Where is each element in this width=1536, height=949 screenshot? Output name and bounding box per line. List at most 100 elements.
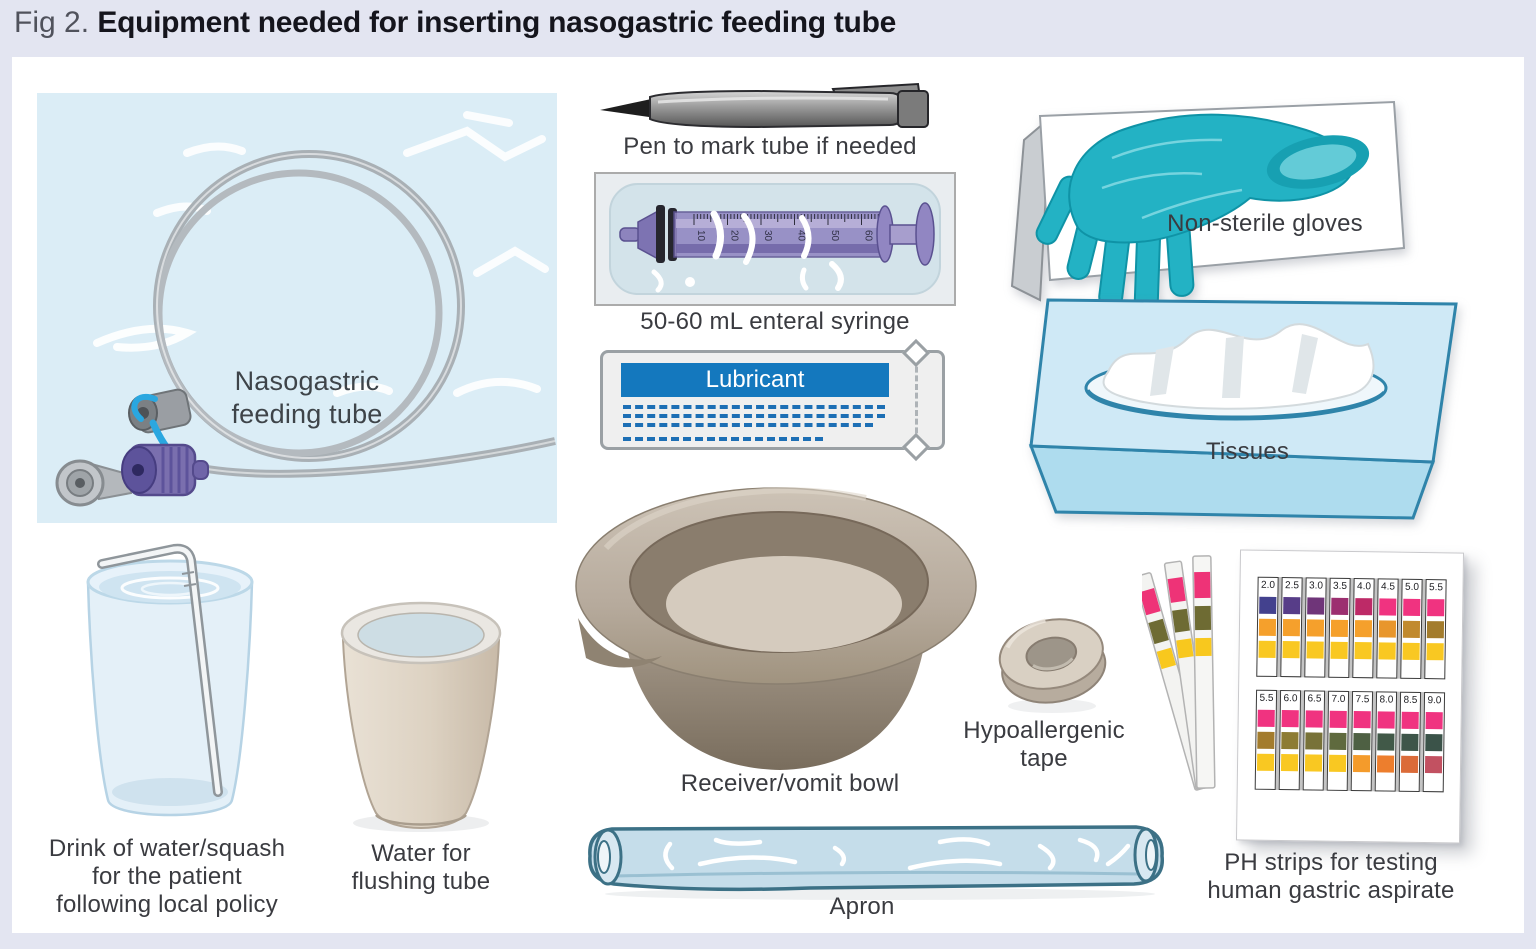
ph-color-swatch xyxy=(1282,619,1301,637)
ph-color-swatch xyxy=(1257,709,1275,727)
ph-color-swatch xyxy=(1376,755,1395,773)
lubricant-tear-line xyxy=(915,358,918,442)
ph-color-swatch xyxy=(1305,710,1323,728)
ph-chart-strip: 2.5 xyxy=(1280,577,1303,678)
pen-label: Pen to mark tube if needed xyxy=(623,133,917,160)
gloves-label: Non-sterile gloves xyxy=(1167,210,1363,237)
ph-color-swatch xyxy=(1354,642,1372,660)
ph-chart-strip: 3.5 xyxy=(1328,577,1351,678)
ph-color-swatch xyxy=(1401,711,1419,729)
figure-title-text: Equipment needed for inserting nasogastr… xyxy=(97,6,896,39)
lubricant-banner: Lubricant xyxy=(621,363,889,397)
ph-color-swatch xyxy=(1259,596,1277,614)
ph-color-swatch xyxy=(1401,733,1419,751)
ph-color-swatch xyxy=(1280,754,1299,772)
tissues-label: Tissues xyxy=(1205,438,1290,465)
ph-value: 2.5 xyxy=(1285,580,1300,592)
tape-label: Hypoallergenic tape xyxy=(963,717,1125,772)
drink-illustration xyxy=(86,543,254,817)
ph-color-swatch xyxy=(1328,754,1347,772)
ph-chart-strip: 8.0 xyxy=(1374,691,1398,792)
ph-color-swatch xyxy=(1306,619,1325,637)
ph-color-swatch xyxy=(1281,732,1299,750)
ph-value: 7.0 xyxy=(1331,693,1346,705)
drink-label: Drink of water/squash for the patient fo… xyxy=(48,835,286,918)
ph-chart-strip: 3.0 xyxy=(1304,577,1327,678)
ph-strips-label: PH strips for testing human gastric aspi… xyxy=(1207,849,1455,904)
flush-water-label: Water for flushing tube xyxy=(351,840,491,895)
ph-color-swatch xyxy=(1283,597,1301,615)
ph-color-swatch xyxy=(1427,599,1445,617)
ph-color-swatch xyxy=(1425,712,1443,730)
ph-chart-row-1: 2.0 2.5 3.0 3.5 4.0 4.5 5.0 5.5 xyxy=(1256,576,1447,680)
ph-chart-strip: 6.5 xyxy=(1302,690,1326,791)
ph-chart-strip: 4.0 xyxy=(1352,578,1375,679)
ph-color-swatch xyxy=(1258,618,1277,636)
ph-color-swatch xyxy=(1307,597,1325,615)
ph-chart-strip: 7.0 xyxy=(1326,690,1350,791)
ph-color-swatch xyxy=(1402,642,1420,660)
ph-chart-strip: 7.5 xyxy=(1350,691,1374,792)
svg-text:20: 20 xyxy=(729,230,740,242)
ph-color-swatch xyxy=(1379,598,1397,616)
ph-color-swatch xyxy=(1353,733,1371,751)
apron-illustration xyxy=(588,825,1164,900)
ng-tube-label: Nasogastric feeding tube xyxy=(231,366,383,429)
svg-text:60: 60 xyxy=(863,230,874,242)
ph-color-swatch xyxy=(1256,753,1275,771)
ph-color-swatch xyxy=(1403,598,1421,616)
syringe-illustration: 102030405060ml xyxy=(594,172,956,306)
ph-color-swatch xyxy=(1378,642,1396,660)
ph-color-swatch xyxy=(1258,640,1276,658)
ph-color-swatch xyxy=(1282,641,1300,659)
ph-value: 4.0 xyxy=(1357,581,1372,593)
ph-color-swatch xyxy=(1329,732,1347,750)
ph-value: 3.5 xyxy=(1333,580,1348,592)
ph-color-swatch xyxy=(1355,598,1373,616)
ph-color-swatch xyxy=(1425,734,1443,752)
ph-value: 5.5 xyxy=(1428,582,1444,594)
ph-color-swatch xyxy=(1305,732,1323,750)
lubricant-illustration: Lubricant xyxy=(600,338,945,462)
ph-chart-strip: 4.5 xyxy=(1376,578,1399,679)
lubricant-text-line xyxy=(623,405,885,409)
svg-text:10: 10 xyxy=(695,230,706,242)
ph-chart-strip: 5.0 xyxy=(1400,578,1423,679)
svg-text:50: 50 xyxy=(829,230,840,242)
ph-value: 3.0 xyxy=(1309,580,1324,592)
figure-title: Fig 2. Equipment needed for inserting na… xyxy=(14,6,896,40)
ph-color-swatch xyxy=(1377,733,1395,751)
ph-color-swatch xyxy=(1281,710,1299,728)
lubricant-text-line xyxy=(623,423,873,427)
ph-chart-strip: 8.5 xyxy=(1398,691,1422,792)
ph-value: 8.5 xyxy=(1403,694,1418,706)
ph-color-swatch xyxy=(1329,710,1347,728)
ph-color-swatch xyxy=(1353,711,1371,729)
ph-value: 5.0 xyxy=(1405,581,1420,593)
flush-water-illustration xyxy=(340,601,502,832)
ph-color-swatch xyxy=(1330,619,1349,637)
ph-color-swatch xyxy=(1352,755,1371,773)
ph-chart-strip: 5.5 xyxy=(1254,689,1278,790)
ph-color-swatch xyxy=(1378,620,1397,638)
ph-color-swatch xyxy=(1354,620,1373,638)
ph-color-swatch xyxy=(1402,620,1421,638)
bowl-illustration xyxy=(575,487,977,770)
figure-number: Fig 2. xyxy=(14,6,90,39)
ph-color-swatch xyxy=(1426,643,1444,661)
nasogastric-tube-illustration xyxy=(37,93,557,523)
ph-color-swatch xyxy=(1257,731,1275,749)
ph-value: 4.5 xyxy=(1381,581,1396,593)
ph-color-swatch xyxy=(1400,755,1419,773)
ph-chart-strip: 6.0 xyxy=(1278,690,1302,791)
apron-label: Apron xyxy=(829,893,895,920)
ph-value: 5.5 xyxy=(1259,692,1274,704)
ph-color-swatch xyxy=(1377,711,1395,729)
tape-illustration xyxy=(998,618,1107,713)
ph-color-swatch xyxy=(1426,621,1445,639)
lubricant-text-line xyxy=(623,414,885,418)
pen-illustration xyxy=(600,82,929,129)
ph-value: 2.0 xyxy=(1261,579,1276,591)
